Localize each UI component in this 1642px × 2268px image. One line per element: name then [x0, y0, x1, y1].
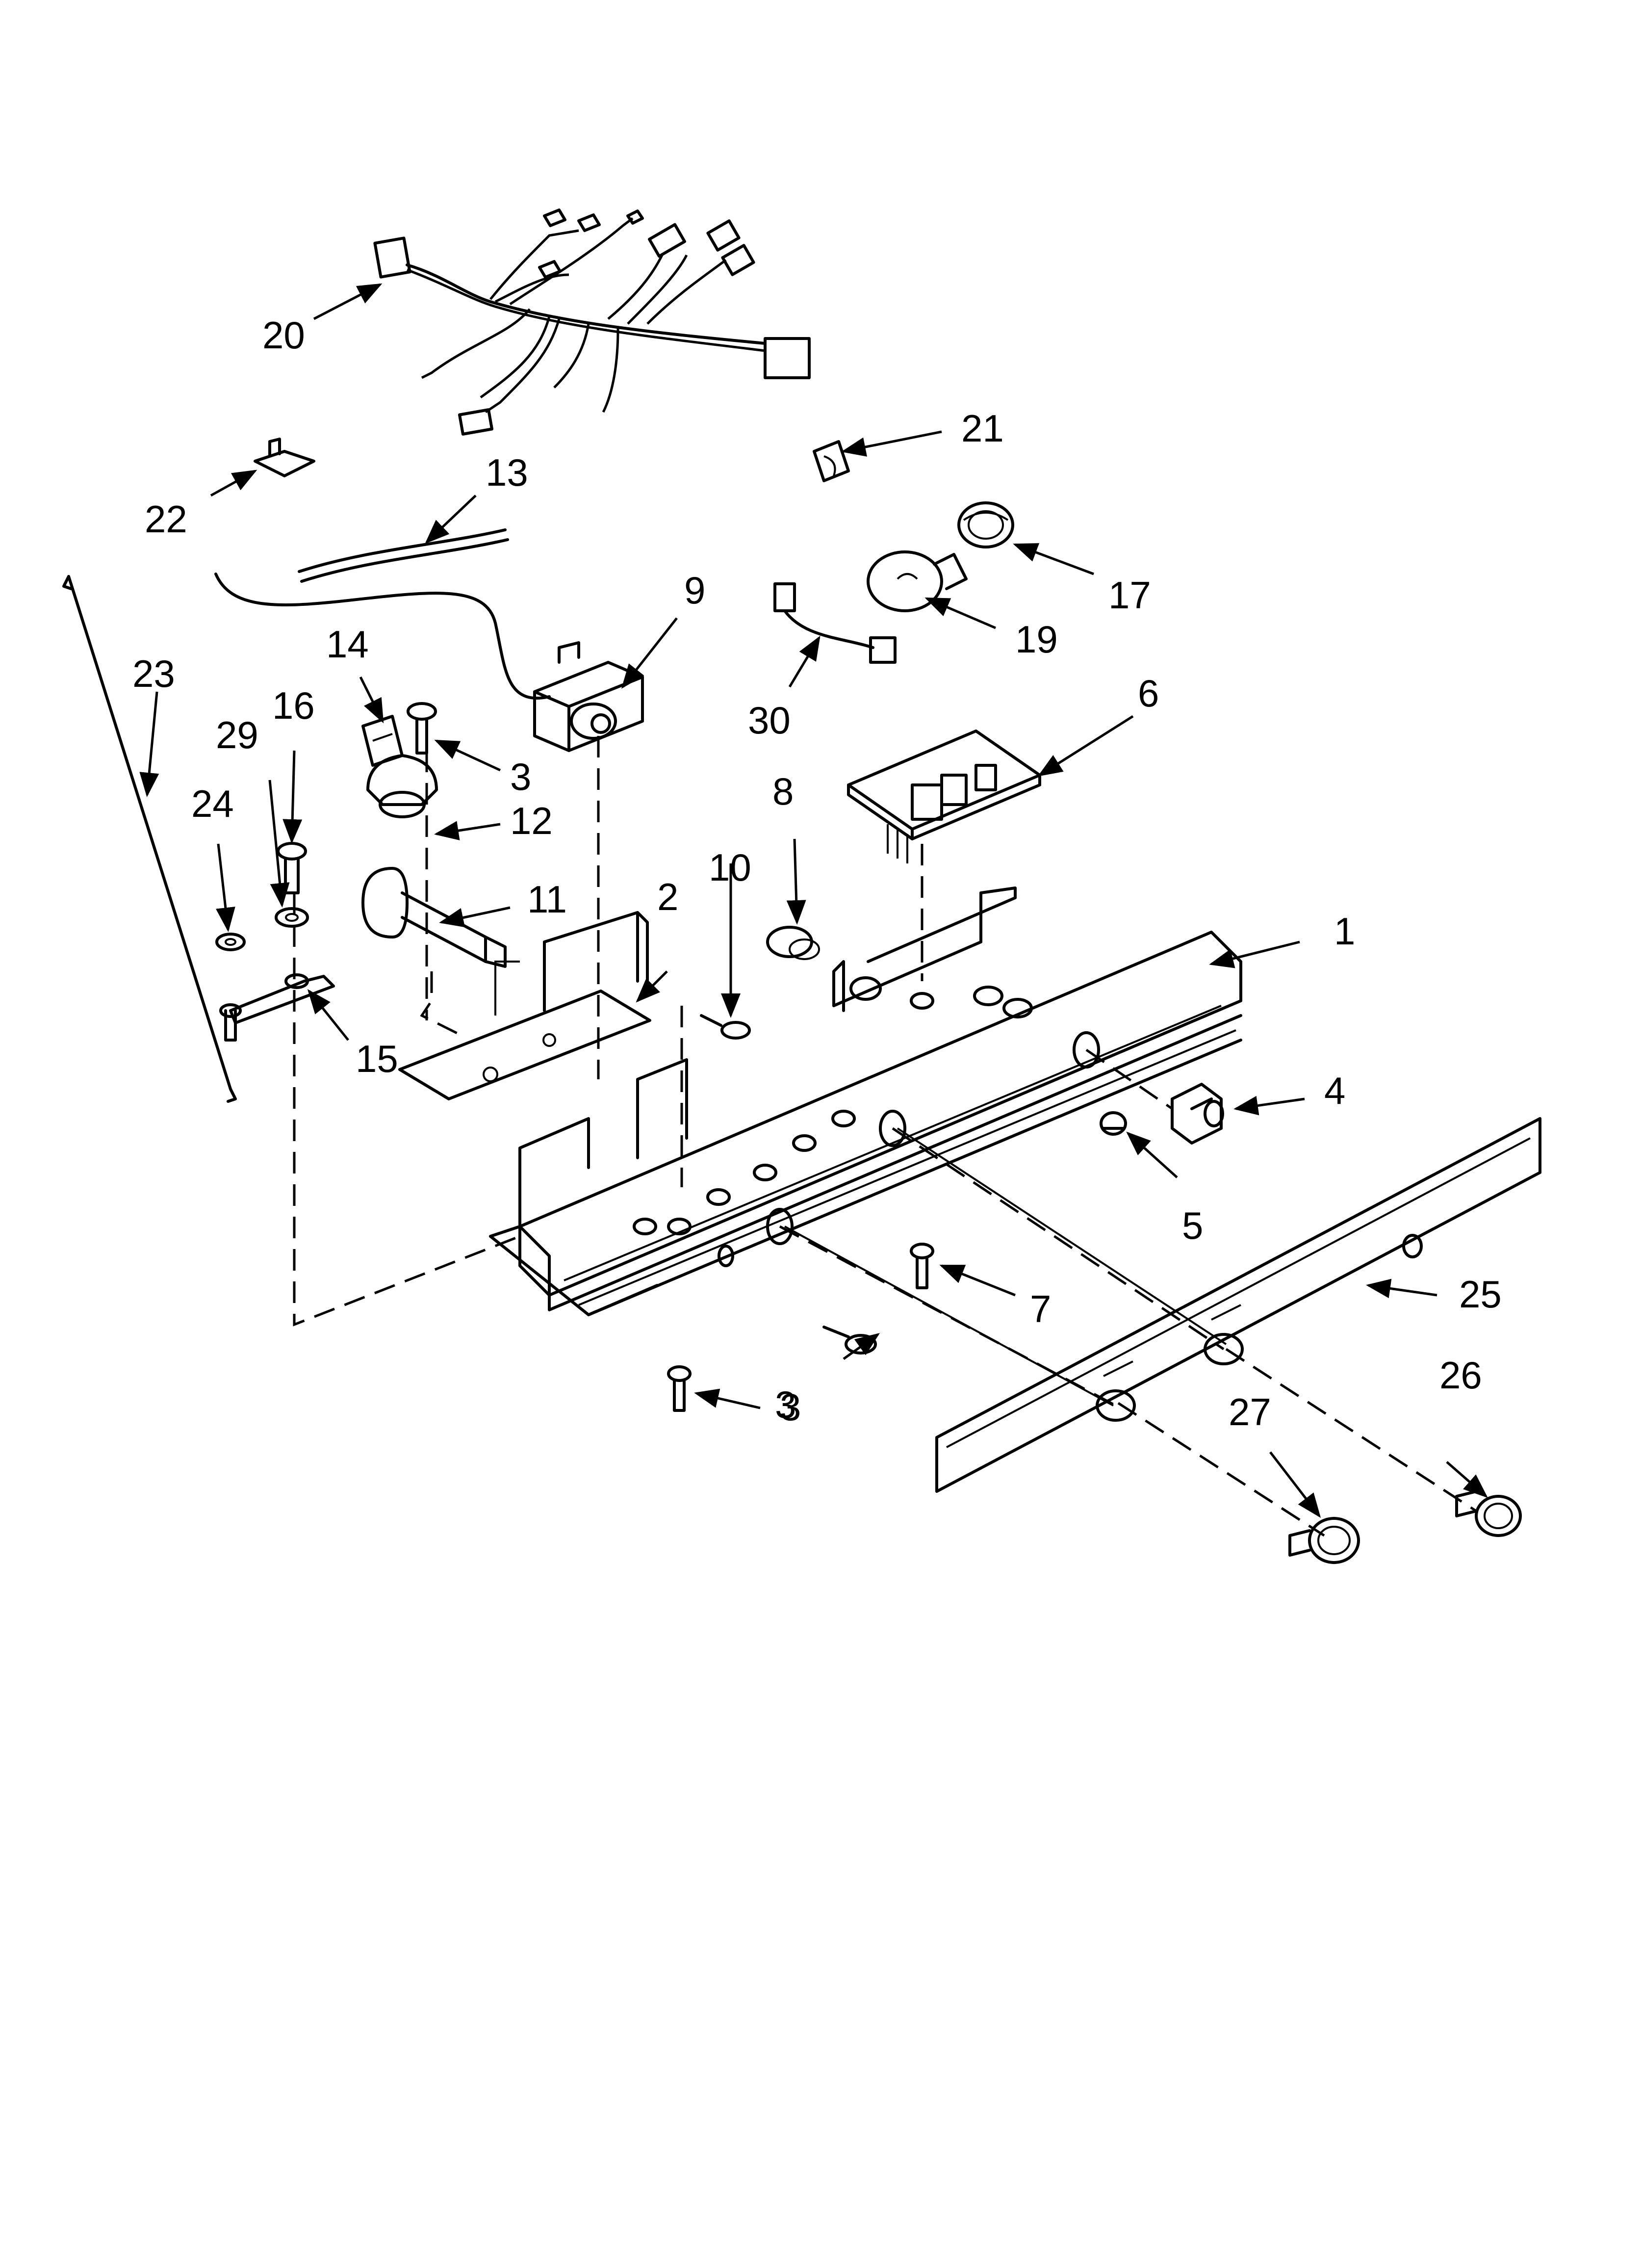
callout-10: 10 [709, 846, 751, 889]
callout-12: 12 [510, 799, 553, 842]
callout-8: 8 [772, 770, 794, 813]
callout-3-bottom-right: 3 [780, 1385, 801, 1429]
screw-part-10 [700, 1014, 751, 1040]
knob-part-27 [1288, 1517, 1360, 1564]
control-part-9 [533, 641, 644, 752]
bracket-part-2 [398, 911, 651, 1100]
callout-9: 9 [684, 569, 705, 612]
callout-3-top: 3 [510, 755, 531, 798]
callout-15: 15 [356, 1037, 398, 1080]
callout-17: 17 [1108, 574, 1151, 617]
control-board-part-6 [847, 730, 1041, 863]
clamp-part-12 [366, 754, 438, 818]
screw-part-3-bottom-left [667, 1365, 692, 1412]
screw-part-3-top [407, 702, 437, 755]
screw-part-16 [277, 842, 307, 894]
callout-1: 1 [1334, 910, 1355, 953]
clip-part-21 [813, 440, 850, 482]
rod-part-23 [62, 575, 237, 1103]
grommet-part-8 [766, 926, 820, 960]
callout-27: 27 [1229, 1390, 1271, 1434]
callout-6: 6 [1138, 672, 1159, 715]
callout-14: 14 [326, 623, 369, 666]
button-part-5 [1100, 1111, 1127, 1136]
assembly-lines [293, 736, 1477, 1537]
callout-7: 7 [1030, 1287, 1051, 1330]
callout-5: 5 [1182, 1204, 1203, 1247]
callout-19: 19 [1015, 618, 1058, 661]
callout-4: 4 [1324, 1069, 1345, 1112]
callout-13: 13 [486, 451, 528, 494]
switch-part-4 [1171, 1083, 1224, 1145]
lever-part-15 [219, 973, 335, 1042]
callout-26: 26 [1439, 1354, 1482, 1397]
shaft-part-11 [361, 867, 507, 968]
washer-part-24 [215, 933, 246, 951]
callout-labels: 1 2 3 3 3 4 5 6 7 8 9 10 11 12 13 14 15 … [132, 313, 1502, 1434]
screw-part-3-bottom-right [822, 1326, 877, 1355]
callout-22: 22 [145, 497, 187, 541]
tube-part-13 [214, 528, 551, 700]
callout-24: 24 [191, 782, 234, 825]
callout-11: 11 [527, 878, 567, 921]
panel-part-25 [935, 1117, 1541, 1493]
lamp-socket-part-17 [957, 501, 1014, 548]
callout-25: 25 [1459, 1273, 1502, 1316]
callout-30: 30 [748, 699, 791, 742]
screw-part-7 [910, 1243, 934, 1289]
callout-21: 21 [961, 407, 1004, 450]
callout-16: 16 [272, 684, 315, 727]
callout-29: 29 [216, 713, 258, 756]
callout-23: 23 [132, 652, 175, 695]
wire-harness-part-20 [373, 209, 811, 436]
callout-2: 2 [657, 875, 678, 918]
knob-part-26 [1455, 1490, 1522, 1537]
callout-3-bottom-left: 3 [775, 1383, 796, 1426]
callout-leaders [139, 283, 1488, 1518]
callout-20: 20 [262, 313, 305, 357]
light-bulb-part-19 [867, 550, 968, 612]
control-housing-part-1 [489, 886, 1242, 1316]
clip-part-22 [254, 438, 315, 477]
wire-lead-part-30 [773, 582, 897, 664]
washer-part-29 [275, 907, 309, 928]
